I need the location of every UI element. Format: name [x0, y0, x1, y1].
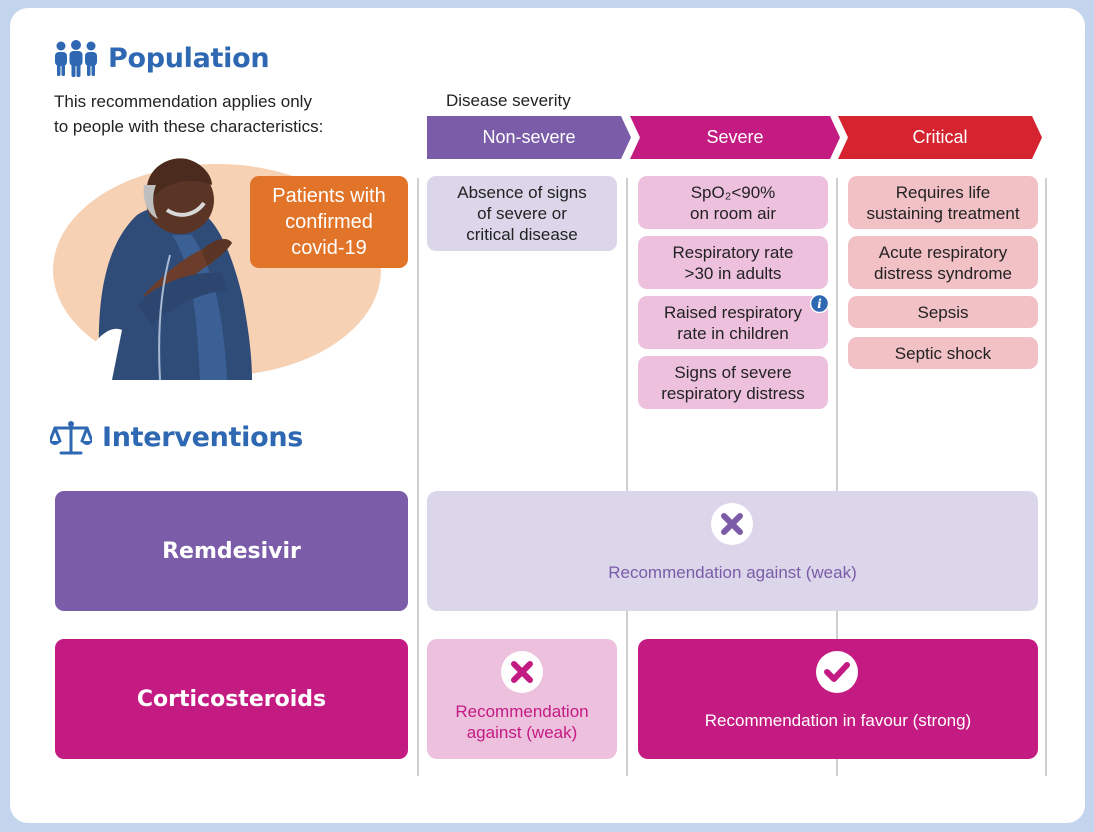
- cross-icon: [711, 503, 753, 545]
- people-icon: [55, 40, 97, 77]
- column-divider: [626, 178, 628, 776]
- cross-icon: [501, 651, 543, 693]
- column-header-critical: Critical: [838, 116, 1042, 159]
- criterion-non-severe: Absence of signs of severe or critical d…: [427, 176, 617, 251]
- column-divider: [836, 178, 838, 776]
- check-icon: [816, 651, 858, 693]
- corticosteroids-severe-critical-recommendation: Recommendation in favour (strong): [638, 639, 1038, 759]
- disease-severity-label: Disease severity: [446, 91, 571, 110]
- remdesivir-label: Remdesivir: [55, 491, 408, 611]
- criterion-severe: Signs of severe respiratory distress: [638, 356, 828, 409]
- criterion-critical: Septic shock: [848, 337, 1038, 369]
- interventions-title: Interventions: [102, 422, 304, 453]
- column-header-non-severe: Non-severe: [427, 116, 631, 159]
- column-header-severe: Severe: [630, 116, 840, 159]
- scales-icon: [50, 421, 92, 455]
- corticosteroids-non-severe-recommendation: Recommendation against (weak): [427, 639, 617, 759]
- corticosteroids-label: Corticosteroids: [55, 639, 408, 759]
- criterion-critical: Sepsis: [848, 296, 1038, 328]
- info-icon[interactable]: i: [810, 294, 829, 313]
- criterion-critical: Requires life sustaining treatment: [848, 176, 1038, 229]
- column-divider: [417, 178, 419, 776]
- recommendation-text: Recommendation against (weak): [608, 563, 857, 582]
- criterion-severe: SpO₂<90% on room air: [638, 176, 828, 229]
- column-divider: [1045, 178, 1047, 776]
- remdesivir-recommendation: Recommendation against (weak): [427, 491, 1038, 611]
- criterion-severe: Raised respiratory rate in children: [638, 296, 828, 349]
- population-title: Population: [108, 43, 270, 74]
- criterion-severe: Respiratory rate >30 in adults: [638, 236, 828, 289]
- recommendation-text: Recommendation against (weak): [455, 702, 589, 742]
- svg-text:i: i: [817, 297, 822, 311]
- criterion-critical: Acute respiratory distress syndrome: [848, 236, 1038, 289]
- recommendation-text: Recommendation in favour (strong): [704, 711, 972, 730]
- patients-label: Patients with confirmed covid-19: [250, 176, 408, 268]
- population-description: This recommendation applies only to peop…: [54, 92, 324, 136]
